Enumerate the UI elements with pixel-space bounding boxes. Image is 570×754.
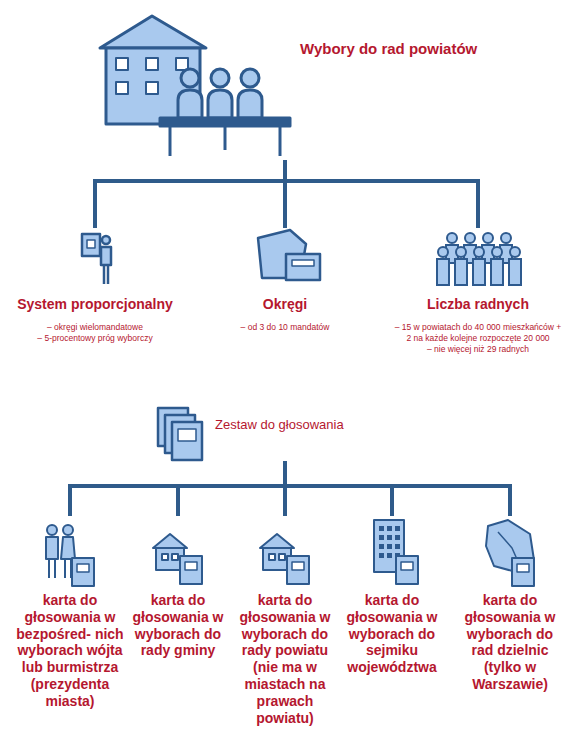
- tree-connector: [285, 463, 510, 514]
- diagram-title: Wybory do rad powiatów: [300, 40, 560, 57]
- title-node: Wybory do rad powiatów: [10, 30, 560, 162]
- section-text: Liczba radnych: [393, 296, 563, 312]
- section-node: Okręgi – od 3 do 10 mandatów: [200, 226, 370, 337]
- council-illustration: [100, 16, 290, 156]
- municipality-ballot-icon: [153, 534, 202, 584]
- ballot-card-label: karta do głosowania w bezpośred- nich wy…: [16, 592, 124, 710]
- ballot-card-label: karta do głosowania w wyborach do rady g…: [124, 592, 232, 659]
- ballot-card-label: karta do głosowania w wyborach do sejmik…: [338, 592, 446, 676]
- section-note: – od 3 do 10 mandatów: [200, 322, 370, 333]
- tree-connector: [285, 463, 392, 514]
- set-heading: Zestaw do głosowania: [215, 417, 420, 432]
- ballot-card-node: karta do głosowania w wyborach do rad dz…: [456, 514, 564, 697]
- section-node: Liczba radnych – 15 w powiatach do 40 000…: [393, 226, 563, 359]
- section-text: Okręgi: [200, 296, 370, 312]
- ballot-card-node: karta do głosowania w wyborach do rady g…: [124, 514, 232, 663]
- voter-icon: [82, 234, 111, 284]
- section-node: System proporcjonalny – okręgi wielomanda…: [7, 226, 183, 348]
- ballot-set-icon: [158, 408, 202, 460]
- mayor-ballot-icon: [46, 525, 94, 586]
- ballot-card-node: karta do głosowania w bezpośred- nich wy…: [16, 514, 124, 714]
- county-ballot-icon: [260, 534, 309, 584]
- ballot-set-node: Zestaw do głosowania: [150, 405, 420, 463]
- tree-connector: [178, 463, 285, 514]
- ballot-card-node: karta do głosowania w wyborach do sejmik…: [338, 514, 446, 680]
- district-council-ballot-icon: [486, 520, 534, 586]
- voivodeship-ballot-icon: [374, 520, 418, 584]
- district-icon: [258, 230, 320, 280]
- section-note: – okręgi wielomandatowe: [7, 322, 183, 333]
- ballot-card-label: karta do głosowania w wyborach do rady p…: [231, 592, 339, 726]
- tree-connector: [285, 162, 478, 226]
- section-note: – nie więcej niż 29 radnych: [393, 344, 563, 355]
- section-note: – 15 w powiatach do 40 000 mieszkańców +…: [393, 322, 563, 344]
- crowd-icon: [437, 233, 521, 285]
- tree-connector: [95, 162, 285, 226]
- tree-connector: [70, 463, 285, 514]
- ballot-card-node: karta do głosowania w wyborach do rady p…: [231, 514, 339, 730]
- section-note: – 5-procentowy próg wyborczy: [7, 333, 183, 344]
- section-text: System proporcjonalny: [7, 296, 183, 312]
- ballot-card-label: karta do głosowania w wyborach do rad dz…: [456, 592, 564, 693]
